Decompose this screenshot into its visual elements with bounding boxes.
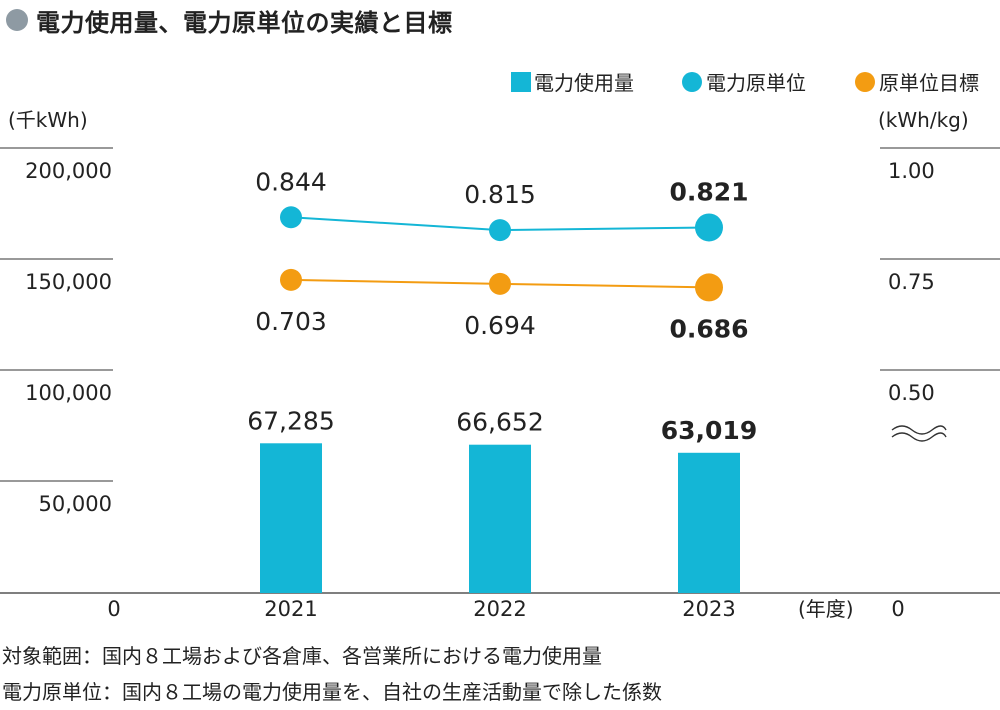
- left-axis-tick-label: 200,000: [25, 159, 112, 183]
- bar-2023: [678, 452, 740, 593]
- note-intensity: 電力原単位：国内８工場の電力使用量を、自社の生産活動量で除した係数: [2, 680, 662, 704]
- x-axis-unit: (年度): [798, 597, 854, 621]
- bar-data-label: 63,019: [661, 416, 757, 445]
- intensity-data-label: 0.815: [464, 180, 536, 209]
- chart-area: 0 50,000 100,000 150,000 200,000 0 0.50 0.75 1.0…: [0, 71, 1000, 621]
- left-axis-tick-label: 100,000: [25, 381, 112, 405]
- target-point-2023: [695, 273, 723, 302]
- intensity-data-label: 0.821: [669, 177, 748, 206]
- note-scope: 対象範囲：国内８工場および各倉庫、各営業所における電力使用量: [2, 644, 602, 668]
- target-point-2022: [489, 272, 511, 295]
- chart-notes: 対象範囲：国内８工場および各倉庫、各営業所における電力使用量 電力原単位：国内８…: [2, 638, 662, 710]
- bar-series: [260, 443, 740, 593]
- target-point-2021: [280, 268, 302, 291]
- legend-label: 電力使用量: [534, 71, 634, 95]
- target-data-label: 0.703: [255, 307, 327, 336]
- line-series: [280, 206, 723, 302]
- chart-title: 電力使用量、電力原単位の実績と目標: [6, 2, 453, 38]
- right-axis-tick-label: 0.75: [888, 270, 935, 294]
- legend-swatch-target: [855, 72, 875, 92]
- x-axis-tick-label: 2023: [682, 597, 735, 621]
- intensity-point-2023: [695, 213, 723, 242]
- bar-data-label: 66,652: [456, 408, 543, 437]
- right-axis-unit: (kWh/kg): [878, 108, 969, 132]
- left-axis-unit: (千kWh): [8, 108, 88, 132]
- legend-swatch-intensity: [682, 72, 702, 92]
- intensity-point-2022: [489, 219, 511, 242]
- axis-break-mark: [891, 432, 947, 442]
- legend-swatch-bar: [511, 72, 531, 92]
- chart-title-text: 電力使用量、電力原単位の実績と目標: [36, 8, 453, 37]
- target-data-label: 0.694: [464, 311, 536, 340]
- title-bullet-icon: [6, 9, 28, 31]
- x-axis-tick-label: 2021: [264, 597, 317, 621]
- bar-data-label: 67,285: [247, 406, 334, 435]
- right-axis-tick-label: 1.00: [888, 159, 935, 183]
- labels: 0 50,000 100,000 150,000 200,000 0 0.50 0.75 1.0…: [8, 108, 969, 621]
- x-axis-tick-label: 2022: [473, 597, 526, 621]
- legend-label: 原単位目標: [879, 71, 979, 95]
- intensity-data-label: 0.844: [255, 167, 327, 196]
- bar-2021: [260, 443, 322, 593]
- right-axis-tick-label: 0.50: [888, 381, 935, 405]
- target-data-label: 0.686: [669, 314, 748, 343]
- left-axis-tick-label: 150,000: [25, 270, 112, 294]
- bar-2022: [469, 444, 531, 593]
- left-axis-tick-label: 0: [107, 597, 120, 621]
- right-axis-tick-label: 0: [891, 597, 904, 621]
- left-axis-tick-label: 50,000: [39, 492, 112, 516]
- intensity-point-2021: [280, 206, 302, 229]
- legend-label: 電力原単位: [706, 71, 806, 95]
- axis-break-mark: [891, 425, 947, 435]
- legend: 電力使用量 電力原単位 原単位目標: [511, 71, 979, 95]
